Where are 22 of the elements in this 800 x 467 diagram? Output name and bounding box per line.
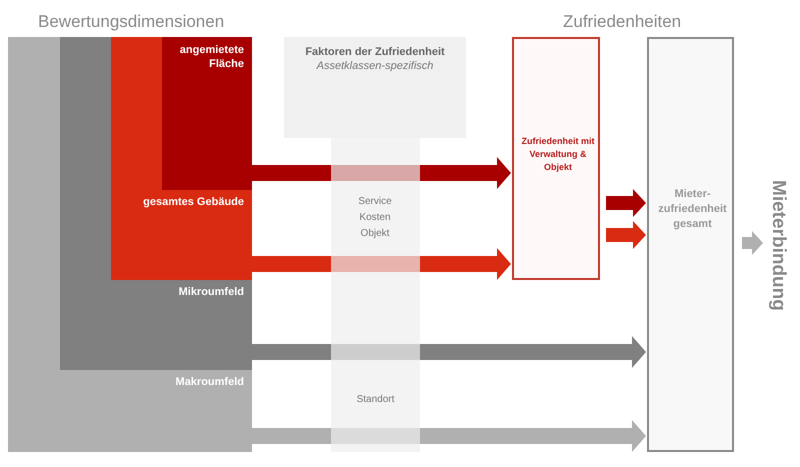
panel-label: Makroumfeld	[174, 375, 244, 389]
arrow	[606, 189, 646, 217]
panel-subheading: Assetklassen-spezifisch	[315, 59, 434, 73]
panel-label: Mikroumfeld	[178, 285, 244, 299]
panel-heading: Faktoren der Zufriedenheit	[304, 45, 446, 59]
arrow	[606, 221, 646, 249]
factor-label: Standort	[356, 393, 396, 407]
dimension-panel	[8, 37, 252, 452]
panel-label: gesamtes Gebäude	[142, 195, 244, 209]
dimension-panel	[111, 37, 252, 280]
dimension-panel	[162, 37, 252, 190]
vertical-heading: Mieterbindung	[764, 180, 792, 311]
section-heading: Bewertungsdimensionen	[38, 12, 224, 32]
box-label: Mieter- zufriedenheit gesamt	[657, 187, 728, 232]
section-heading: Zufriedenheiten	[563, 12, 682, 32]
satisfaction-box	[647, 37, 734, 452]
arrow	[742, 231, 763, 255]
factor-label: Service Kosten Objekt	[357, 195, 393, 241]
dimension-panel	[60, 37, 252, 370]
panel-label: angemietete Fläche	[178, 43, 244, 71]
box-label: Zufriedenheit mit Verwaltung & Objekt	[520, 135, 596, 174]
satisfaction-box	[512, 37, 600, 280]
